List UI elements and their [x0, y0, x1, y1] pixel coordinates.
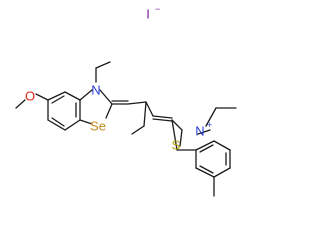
bond	[127, 101, 147, 105]
positive-charge: +	[207, 120, 212, 130]
structure-canvas: I − O N Se	[15, 4, 237, 197]
double-bond-inner	[199, 165, 214, 174]
iodine-label: I	[146, 7, 150, 22]
bond	[213, 140, 231, 151]
iodide-charge: −	[155, 4, 160, 14]
bond	[79, 119, 93, 125]
bond	[171, 119, 183, 131]
benzoselenazole-ring	[15, 61, 113, 131]
double-bond-inner	[51, 95, 65, 104]
bond	[143, 101, 147, 127]
sulfur-label: S	[172, 138, 181, 153]
bond	[79, 89, 93, 101]
bond	[179, 129, 183, 147]
bond	[105, 103, 113, 119]
bond	[145, 101, 154, 117]
thiazolium-nitrogen-label: N	[195, 124, 204, 139]
double-bond	[152, 118, 173, 122]
bond	[205, 107, 217, 127]
bond	[213, 167, 231, 178]
iodide-counter-ion: I −	[146, 4, 160, 22]
methine-bridge	[111, 100, 173, 135]
bond	[195, 167, 215, 178]
bond	[195, 140, 215, 151]
bond	[64, 119, 81, 131]
bond	[64, 91, 81, 101]
chemical-structure-diagram: I − O N Se	[15, 4, 237, 197]
double-bond-inner	[199, 144, 214, 153]
bond	[197, 129, 211, 135]
selenium-label: Se	[90, 119, 106, 134]
bond	[131, 125, 145, 135]
bond	[35, 93, 49, 101]
nitrogen-label: N	[91, 83, 100, 98]
oxygen-label: O	[25, 89, 35, 104]
bond	[152, 115, 173, 119]
double-bond-inner	[51, 117, 65, 127]
bond	[95, 61, 111, 69]
bond	[99, 89, 113, 105]
benzothiazolium-ring	[171, 107, 237, 197]
bond	[47, 91, 66, 101]
bond	[47, 119, 66, 131]
bond	[171, 119, 178, 151]
methyl-bond	[15, 99, 26, 109]
